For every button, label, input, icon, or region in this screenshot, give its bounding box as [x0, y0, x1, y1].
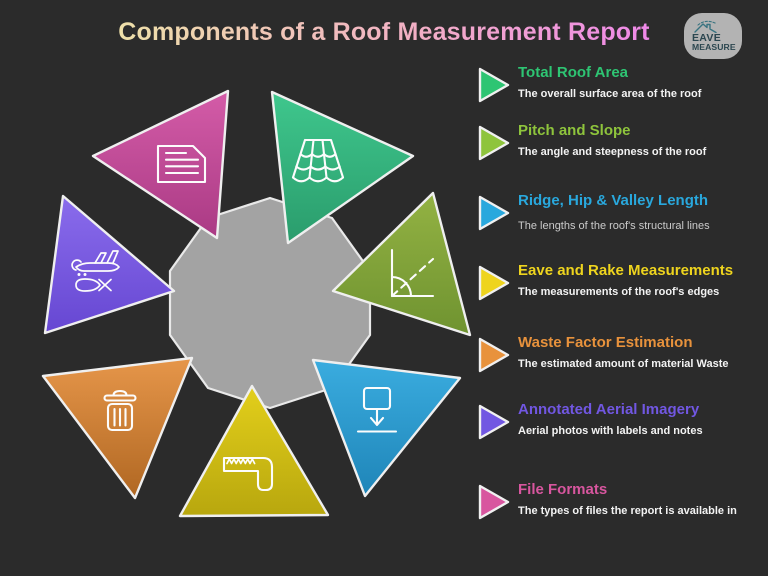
trash-icon	[103, 389, 137, 432]
segment-file-formats	[91, 89, 230, 240]
logo-roofline-icon	[694, 20, 717, 33]
roof-tiles-icon	[291, 138, 345, 183]
legend-item-description: The overall surface area of the roof	[518, 88, 702, 100]
segment-annotated-aerial-imagery	[43, 194, 176, 335]
legend: Total Roof Area The overall surface area…	[478, 60, 766, 560]
triangle-marker-icon	[478, 67, 510, 103]
triangle-marker-icon	[478, 125, 510, 161]
legend-item-file-formats: File Formats The types of files the repo…	[478, 481, 766, 520]
legend-item-title: Ridge, Hip & Valley Length	[518, 192, 709, 209]
logo-text-line2: MEASURE	[692, 42, 736, 53]
carpenter-square-icon	[222, 456, 274, 492]
triangle-marker-icon	[478, 195, 510, 231]
roof-diagram	[41, 89, 472, 518]
legend-item-description: The types of files the report is availab…	[518, 505, 737, 517]
legend-item-title: File Formats	[518, 481, 608, 498]
ridge-length-icon	[356, 386, 398, 433]
segment-ridge-hip-valley	[311, 358, 462, 498]
legend-item-description: The measurements of the roof's edges	[518, 286, 720, 298]
triangle-marker-icon	[478, 484, 510, 520]
infographic-title: Components of a Roof Measurement Report	[0, 18, 768, 47]
legend-item-description: The angle and steepness of the roof	[518, 146, 707, 158]
legend-item-pitch-and-slope: Pitch and Slope The angle and steepness …	[478, 122, 766, 161]
segment-total-roof-area	[270, 90, 415, 245]
legend-item-ridge-hip-valley: Ridge, Hip & Valley Length The lengths o…	[478, 192, 766, 232]
legend-item-title: Annotated Aerial Imagery	[518, 401, 700, 418]
aerial-plane-icon	[71, 250, 120, 292]
legend-item-waste-factor: Waste Factor Estimation The estimated am…	[478, 334, 766, 373]
legend-item-description: Aerial photos with labels and notes	[518, 425, 703, 437]
triangle-marker-icon	[478, 337, 510, 373]
triangle-marker-icon	[478, 265, 510, 301]
legend-item-total-roof-area: Total Roof Area The overall surface area…	[478, 64, 766, 103]
angle-pitch-icon	[390, 248, 435, 298]
segment-eave-and-rake	[178, 384, 330, 518]
document-icon	[156, 144, 207, 184]
legend-item-eave-and-rake: Eave and Rake Measurements The measureme…	[478, 262, 766, 301]
segment-waste-factor-estimation	[41, 356, 194, 500]
triangle-marker-icon	[478, 404, 510, 440]
legend-item-title: Waste Factor Estimation	[518, 334, 693, 351]
legend-item-title: Eave and Rake Measurements	[518, 262, 734, 279]
eave-measure-logo: EAVE MEASURE	[684, 13, 742, 59]
legend-item-description: The estimated amount of material Waste	[518, 358, 729, 370]
segment-pitch-and-slope	[331, 191, 472, 337]
legend-item-aerial-imagery: Annotated Aerial Imagery Aerial photos w…	[478, 401, 766, 440]
legend-item-title: Total Roof Area	[518, 64, 629, 81]
center-decagon	[168, 196, 372, 410]
legend-item-description: The lengths of the roof's structural lin…	[518, 220, 710, 232]
legend-item-title: Pitch and Slope	[518, 122, 631, 139]
logo-text-line1: EAVE	[692, 31, 722, 44]
